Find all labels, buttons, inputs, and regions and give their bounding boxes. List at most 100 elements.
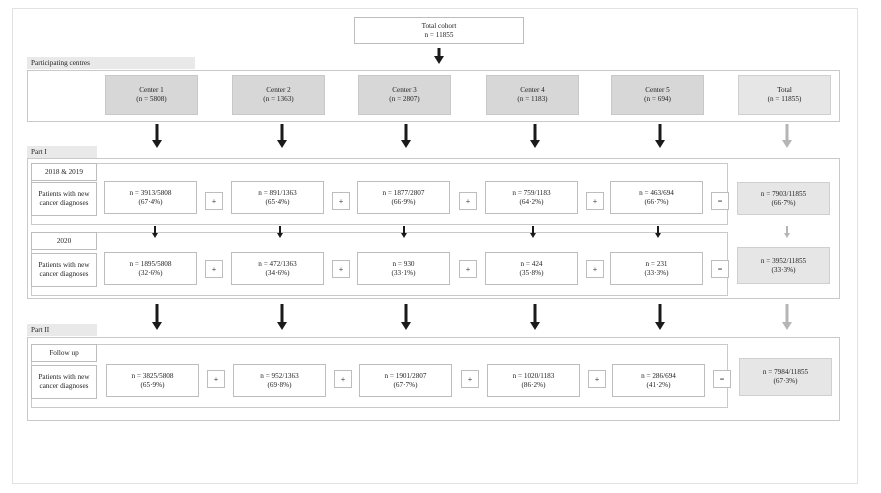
centre-3-n: (n = 2807) bbox=[389, 95, 420, 103]
arrow-shaft bbox=[532, 226, 534, 233]
arrow-head bbox=[152, 233, 158, 238]
part-1-tag: Part I bbox=[27, 146, 97, 158]
centre-5-n: (n = 694) bbox=[644, 95, 671, 103]
centre-4-name: Center 4 bbox=[520, 86, 545, 94]
centre-total-box: Total (n = 11855) bbox=[738, 75, 831, 115]
percent: (86·2%) bbox=[521, 380, 546, 389]
count: n = 7984/11855 bbox=[762, 368, 809, 376]
plus-operator: + bbox=[334, 370, 352, 388]
arrow-part2-5-icon bbox=[655, 304, 665, 330]
arrow-head bbox=[655, 322, 665, 330]
count: n = 424 bbox=[520, 259, 543, 268]
row-label-2018-2019: Patients with new cancer diagnoses bbox=[31, 182, 97, 216]
percent: (32·6%) bbox=[138, 268, 163, 277]
total-cohort-box: Total cohort n = 11855 bbox=[354, 17, 524, 44]
count: n = 891/1363 bbox=[258, 188, 297, 197]
percent: (33·3%) bbox=[644, 268, 669, 277]
total-cohort-n: n = 11855 bbox=[424, 30, 454, 39]
count: n = 463/694 bbox=[639, 188, 674, 197]
centre-3-name: Center 3 bbox=[392, 86, 417, 94]
percent: (33·1%) bbox=[391, 268, 416, 277]
centre-5-name: Center 5 bbox=[645, 86, 670, 94]
percent: (41·2%) bbox=[646, 380, 671, 389]
arrow-head bbox=[530, 140, 540, 148]
period-label-2018-2019: 2018 & 2019 bbox=[31, 163, 97, 181]
plus-operator: + bbox=[205, 260, 223, 278]
centre-total-name: Total bbox=[777, 86, 792, 94]
arrow-centre-2-icon bbox=[277, 124, 287, 148]
equals-operator: = bbox=[711, 260, 729, 278]
arrow-shaft bbox=[658, 304, 662, 322]
percent: (66·7%) bbox=[771, 198, 796, 207]
arrow-row-total-icon bbox=[784, 226, 790, 238]
arrow-head bbox=[401, 140, 411, 148]
plus-operator: + bbox=[459, 192, 477, 210]
percent: (67·4%) bbox=[138, 197, 163, 206]
centre-2-box: Center 2 (n = 1363) bbox=[232, 75, 325, 115]
value-2018-2019-total: n = 7903/11855(66·7%) bbox=[737, 182, 830, 215]
percent: (34·6%) bbox=[265, 268, 290, 277]
arrow-part2-3-icon bbox=[401, 304, 411, 330]
plus-operator: + bbox=[586, 260, 604, 278]
value-2018-2019-centre-4: n = 759/1183(64·2%) bbox=[485, 181, 578, 214]
arrow-shaft bbox=[155, 124, 159, 140]
plus-operator: + bbox=[588, 370, 606, 388]
count: n = 930 bbox=[392, 259, 415, 268]
arrow-head bbox=[152, 322, 162, 330]
value-2020-centre-4: n = 424(35·8%) bbox=[485, 252, 578, 285]
count: n = 1020/1183 bbox=[512, 371, 555, 380]
arrow-shaft bbox=[403, 226, 405, 233]
arrow-head bbox=[530, 322, 540, 330]
plus-operator: + bbox=[207, 370, 225, 388]
part-1-panel bbox=[27, 158, 840, 299]
arrow-head bbox=[530, 233, 536, 238]
value-2018-2019-centre-2: n = 891/1363(65·4%) bbox=[231, 181, 324, 214]
percent: (33·3%) bbox=[771, 265, 796, 274]
count: n = 3952/11855 bbox=[760, 256, 807, 265]
value-2020-total: n = 3952/11855(33·3%) bbox=[737, 247, 830, 284]
count: n = 1895/5808 bbox=[129, 259, 172, 268]
count: n = 7903/11855 bbox=[760, 189, 807, 198]
centre-2-n: (n = 1363) bbox=[263, 95, 294, 103]
period-label-follow-up: Follow up bbox=[31, 344, 97, 362]
arrow-shaft bbox=[786, 226, 788, 233]
period-label-2020: 2020 bbox=[31, 232, 97, 250]
count: n = 231 bbox=[645, 259, 668, 268]
percent: (66·9%) bbox=[391, 197, 416, 206]
arrow-shaft bbox=[785, 124, 789, 140]
value-follow-up-centre-1: n = 3825/5808(65·9%) bbox=[106, 364, 199, 397]
value-2020-centre-5: n = 231(33·3%) bbox=[610, 252, 703, 285]
arrow-head bbox=[277, 322, 287, 330]
arrow-part2-1-icon bbox=[152, 304, 162, 330]
arrow-shaft bbox=[279, 226, 281, 233]
arrow-row-4-icon bbox=[530, 226, 536, 238]
plus-operator: + bbox=[332, 260, 350, 278]
arrow-centre-3-icon bbox=[401, 124, 411, 148]
arrow-row-2-icon bbox=[277, 226, 283, 238]
arrow-shaft bbox=[657, 226, 659, 233]
value-2018-2019-centre-3: n = 1877/2807(66·9%) bbox=[357, 181, 450, 214]
count: n = 286/694 bbox=[641, 371, 676, 380]
value-follow-up-centre-4: n = 1020/1183(86·2%) bbox=[487, 364, 580, 397]
percent: (69·8%) bbox=[267, 380, 292, 389]
arrow-part2-4-icon bbox=[530, 304, 540, 330]
arrow-head bbox=[782, 140, 792, 148]
arrow-shaft bbox=[533, 304, 537, 322]
value-2018-2019-centre-5: n = 463/694(66·7%) bbox=[610, 181, 703, 214]
row-label-2020: Patients with new cancer diagnoses bbox=[31, 253, 97, 287]
count: n = 952/1363 bbox=[260, 371, 299, 380]
arrow-shaft bbox=[155, 304, 159, 322]
arrow-head bbox=[782, 322, 792, 330]
arrow-part2-2-icon bbox=[277, 304, 287, 330]
percent: (67·3%) bbox=[773, 377, 798, 385]
percent: (65·4%) bbox=[265, 197, 290, 206]
arrow-shaft bbox=[404, 304, 408, 322]
arrow-head bbox=[434, 56, 444, 64]
percent: (65·9%) bbox=[140, 380, 165, 389]
arrow-shaft bbox=[154, 226, 156, 233]
arrow-shaft bbox=[533, 124, 537, 140]
value-2020-centre-1: n = 1895/5808(32·6%) bbox=[104, 252, 197, 285]
plus-operator: + bbox=[586, 192, 604, 210]
total-cohort-title: Total cohort bbox=[421, 21, 457, 30]
centre-1-name: Center 1 bbox=[139, 86, 164, 94]
